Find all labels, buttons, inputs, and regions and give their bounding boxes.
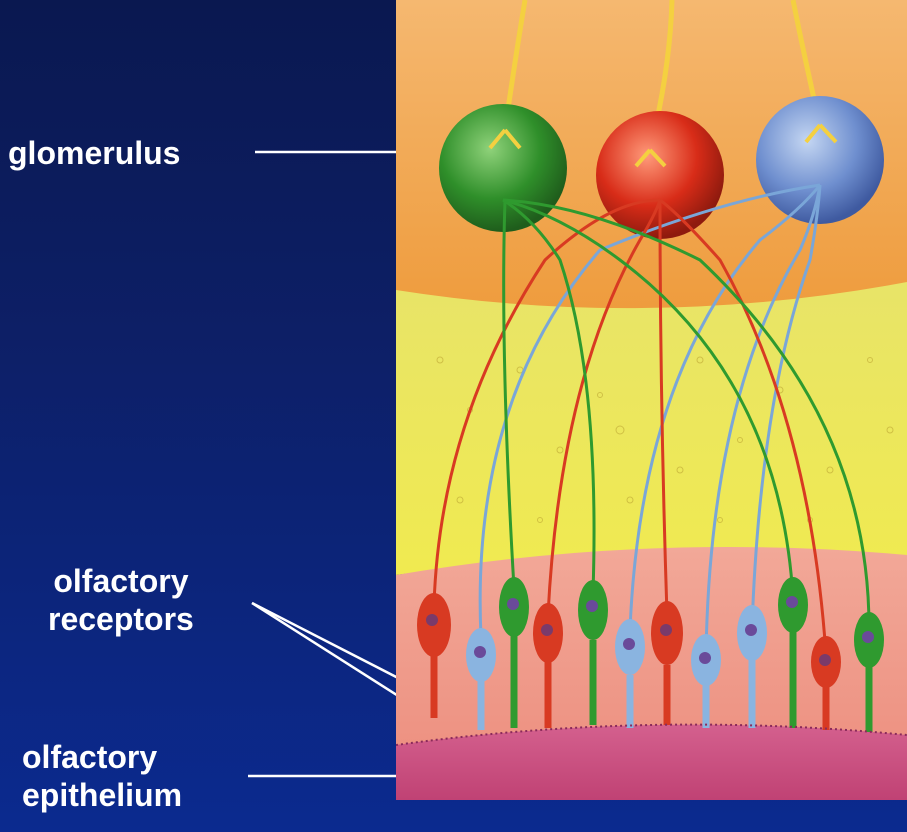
cribriform-layer — [396, 282, 907, 575]
glomerulus-blue — [756, 96, 884, 224]
basal-layer — [396, 725, 907, 800]
glomerulus-green — [439, 104, 567, 232]
